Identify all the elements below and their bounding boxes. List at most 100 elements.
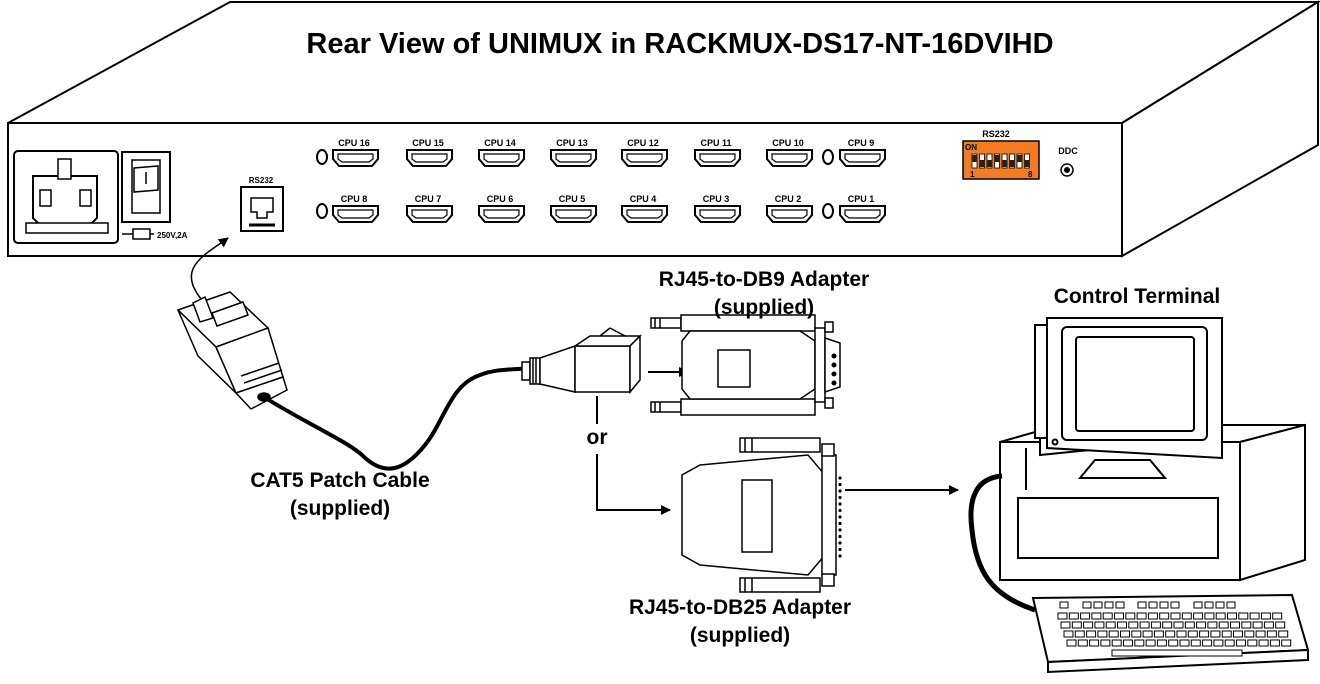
cpu-port-label: CPU 13 <box>556 138 588 148</box>
keyboard-key <box>1131 630 1142 638</box>
keyboard-key <box>1068 612 1079 620</box>
cpu-port-cpu6[interactable]: CPU 6 <box>478 194 525 223</box>
cpu-port-cpu3[interactable]: CPU 3 <box>694 194 741 223</box>
cpu-port-label: CPU 10 <box>772 138 804 148</box>
dip-switch-label: RS232 <box>982 129 1010 139</box>
keyboard-key <box>1184 621 1195 629</box>
cpu-port-cpu12[interactable]: CPU 12 <box>621 138 668 167</box>
keyboard-key <box>1123 639 1133 647</box>
cpu-port-cpu11[interactable]: CPU 11 <box>694 138 741 167</box>
cpu-ports-bottom-row: CPU 8 CPU 7 CPU 6 CPU 5 CPU 4 CPU 3 CPU 2 CPU 1 <box>332 194 886 223</box>
control-terminal-label: Control Terminal <box>1054 285 1220 308</box>
dip-levers <box>971 153 1030 169</box>
keyboard-key <box>1089 639 1100 647</box>
hdmi-port-inner <box>699 209 736 219</box>
keyboard-key <box>1097 630 1108 638</box>
keyboard-key <box>1241 621 1252 629</box>
keyboard-key <box>1278 630 1289 638</box>
cpu-port-label: CPU 8 <box>341 194 368 204</box>
hdmi-port-inner <box>626 209 663 219</box>
keyboard-key <box>1226 601 1236 609</box>
keyboard-key <box>1176 630 1187 638</box>
cpu-port-cpu8[interactable]: CPU 8 <box>332 194 379 223</box>
keyboard-key <box>1258 639 1269 647</box>
ddc-label: DDC <box>1058 146 1078 156</box>
db25-pin <box>838 547 842 552</box>
keyboard-key <box>1060 621 1071 629</box>
keyboard-key <box>1227 612 1237 620</box>
keyboard-key <box>1102 612 1113 620</box>
cpu-port-cpu1[interactable]: CPU 1 <box>839 194 886 223</box>
keyboard-key <box>1100 639 1111 647</box>
keyboard-key <box>1108 630 1119 638</box>
keyboard-key <box>1215 612 1226 620</box>
hdmi-port-inner <box>844 209 881 219</box>
cpu-port-label: CPU 15 <box>412 138 444 148</box>
cpu-port-cpu16[interactable]: CPU 16 <box>332 138 379 167</box>
db9-adapter-label-line1: RJ45-to-DB9 Adapter <box>659 268 869 291</box>
cpu-port-cpu15[interactable]: CPU 15 <box>406 138 453 167</box>
ddc-button[interactable] <box>1060 163 1074 177</box>
keyboard-key <box>1263 621 1274 629</box>
db25-adapter-label-line2: (supplied) <box>690 624 790 647</box>
keyboard-key <box>1080 612 1091 620</box>
dip-on-label: ON <box>965 143 977 152</box>
cpu-port-cpu7[interactable]: CPU 7 <box>406 194 453 223</box>
keyboard-key <box>1134 639 1145 647</box>
dip-lever-knob <box>987 160 992 167</box>
keyboard-spacebar <box>1111 649 1243 657</box>
cpu-port-cpu2[interactable]: CPU 2 <box>766 194 813 223</box>
cpu-port-label: CPU 1 <box>848 194 875 204</box>
db9-adapter-label-line2: (supplied) <box>714 296 814 319</box>
screw-hole <box>822 203 834 219</box>
db25-adapter-label-line1: RJ45-to-DB25 Adapter <box>629 596 851 619</box>
keyboard-key <box>1249 612 1260 620</box>
keyboard-key <box>1125 612 1136 620</box>
keyboard-key <box>1114 612 1124 620</box>
hdmi-port-inner <box>699 153 736 163</box>
keyboard-key <box>1091 612 1102 620</box>
keyboard-key <box>1179 639 1190 647</box>
cpu-port-cpu13[interactable]: CPU 13 <box>550 138 597 167</box>
cpu-port-cpu10[interactable]: CPU 10 <box>766 138 813 167</box>
hdmi-port-inner <box>626 153 663 163</box>
db25-pin <box>838 521 842 526</box>
keyboard-key <box>1252 621 1263 629</box>
screw-hole <box>822 149 834 165</box>
cpu-port-cpu4[interactable]: CPU 4 <box>621 194 668 223</box>
keyboard-key <box>1057 612 1068 620</box>
terminal-drive-bay <box>1017 497 1219 559</box>
power-inlet <box>13 150 119 244</box>
keyboard-key <box>1104 601 1114 609</box>
cpu-port-label: CPU 12 <box>627 138 659 148</box>
rs232-rj45-port[interactable] <box>240 186 284 232</box>
keyboard-key <box>1204 612 1215 620</box>
hdmi-port-inner <box>411 209 448 219</box>
cpu-port-label: CPU 6 <box>487 194 514 204</box>
dip-lever-knob <box>995 155 999 162</box>
cpu-port-cpu14[interactable]: CPU 14 <box>478 138 525 167</box>
keyboard-key <box>1275 621 1286 629</box>
keyboard-key <box>1215 601 1225 609</box>
cpu-port-label: CPU 2 <box>775 194 802 204</box>
dip-switch[interactable] <box>962 140 1040 180</box>
keyboard-key <box>1247 639 1258 647</box>
screw-hole <box>316 203 328 219</box>
keyboard-key <box>1173 621 1184 629</box>
keyboard-key <box>1086 630 1097 638</box>
hdmi-port-inner <box>337 209 374 219</box>
keyboard-key <box>1153 630 1164 638</box>
cpu-port-cpu9[interactable]: CPU 9 <box>839 138 886 167</box>
rj45-to-db9-adapter <box>650 314 841 416</box>
keyboard-key <box>1093 601 1103 609</box>
db25-pin <box>838 508 842 513</box>
fuse-rating-label: 250V,2A <box>157 231 188 240</box>
keyboard-key <box>1244 630 1255 638</box>
cpu-port-label: CPU 16 <box>338 138 370 148</box>
power-switch[interactable] <box>121 151 171 223</box>
arrow-to-db25 <box>596 454 671 515</box>
cpu-port-cpu5[interactable]: CPU 5 <box>550 194 597 223</box>
keyboard-key <box>1165 630 1176 638</box>
keyboard-key <box>1202 639 1213 647</box>
keyboard-key <box>1094 621 1105 629</box>
